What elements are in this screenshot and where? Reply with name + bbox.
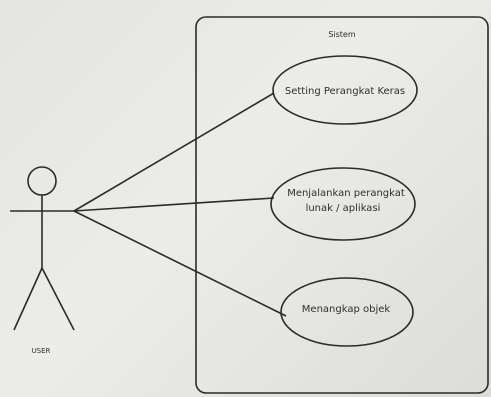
system-title: Sistem: [328, 30, 356, 39]
actor-right-leg: [41, 267, 75, 331]
use-case-run-software: Menjalankan perangkat lunak / aplikasi: [270, 167, 416, 241]
use-case-label: Menangkap objek: [302, 304, 391, 315]
use-case-setting-hardware: Setting Perangkat Keras: [272, 55, 418, 125]
actor-user: [10, 166, 76, 331]
use-case-ellipse: [272, 55, 418, 125]
association-line-2: [73, 197, 275, 212]
actor-head: [27, 166, 57, 196]
use-case-label-line-2: lunak / aplikasi: [306, 203, 381, 214]
association-line-3: [73, 210, 287, 317]
use-case-ellipse: [270, 167, 416, 241]
use-case-label-line-1: Menjalankan perangkat: [287, 188, 405, 199]
actor-label: USER: [32, 347, 51, 355]
use-case-ellipse: [280, 277, 414, 347]
association-line-1: [73, 92, 275, 212]
use-case-label: Setting Perangkat Keras: [285, 86, 405, 97]
use-case-capture-object: Menangkap objek: [280, 277, 414, 347]
actor-left-leg: [13, 267, 43, 331]
system-boundary: [195, 16, 489, 394]
